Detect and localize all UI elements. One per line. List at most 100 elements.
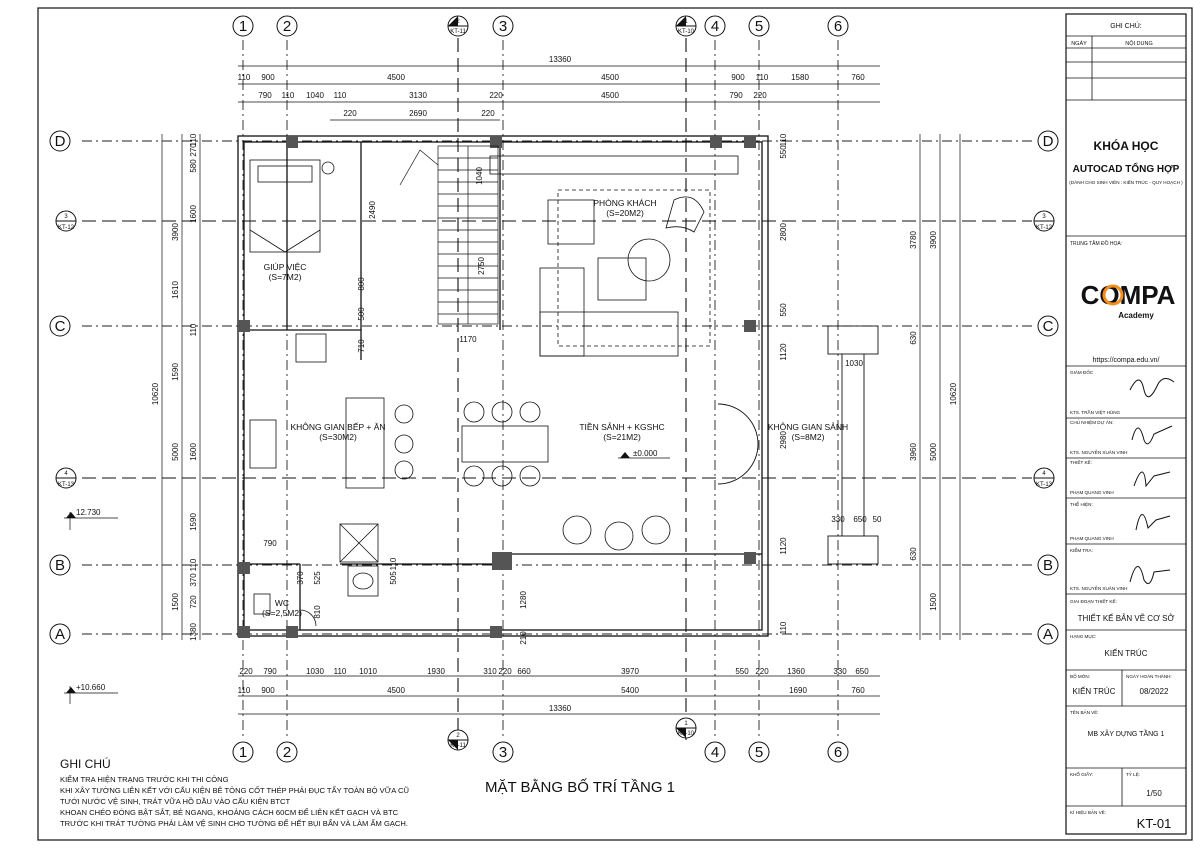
dim-text: 1600 [189, 443, 198, 461]
dim-text: 4500 [601, 73, 619, 82]
dim-text: 370 [189, 573, 198, 587]
dim-text: 1120 [779, 343, 788, 361]
dim-text: 220 [753, 91, 767, 100]
dining-furniture [249, 333, 671, 563]
axis-label-top-4: 4 [711, 18, 719, 35]
dim-text: 220 [489, 91, 503, 100]
tb-url[interactable]: https://compa.edu.vn/ [1093, 357, 1160, 364]
axis-label-top-6: 6 [834, 18, 842, 35]
room-name: WC [275, 598, 289, 608]
dim-text: 1120 [779, 537, 788, 555]
dim-text: 720 [189, 595, 198, 609]
dim-text: 110 [189, 558, 198, 571]
signatures [1129, 378, 1175, 585]
tb-course3: (DÀNH CHO SINH VIÊN : KIẾN TRÚC - QUY HO… [1069, 178, 1183, 185]
tb-hangmuc-value: KIẾN TRÚC [1105, 648, 1148, 658]
note-line: TƯỚI NƯỚC VỆ SINH, TRÁT VỮA HỒ DẦU VÀO C… [60, 796, 290, 806]
dimension-lines [161, 65, 961, 715]
tb-kyhieu: KÍ HIỆU BẢN VẼ: [1070, 808, 1106, 815]
dim-text: 790 [263, 539, 277, 548]
dim-text: 1030 [306, 667, 324, 676]
dim-bottom-total: 13360 [549, 704, 572, 713]
dim-text: 1040 [306, 91, 324, 100]
dim-text: 1040 [475, 167, 484, 185]
dim-text: 3900 [929, 231, 938, 249]
room-area: (S=8M2) [792, 432, 825, 442]
signature-icon [1129, 566, 1171, 585]
titleblock: GHI CHÚ: NGÀY NỘI DUNG KHÓA HỌC AUTOCAD … [1069, 21, 1183, 831]
tb-cndan: CHỦ NHIỆM DỰ ÁN: [1070, 418, 1113, 425]
axis-label-right-C: C [1043, 318, 1054, 335]
dim-text: 4500 [387, 686, 405, 695]
dim-text: 1500 [171, 593, 180, 611]
tb-th-name: PHẠM QUANG VINH [1070, 536, 1114, 541]
room-name: PHÒNG KHÁCH [593, 198, 656, 208]
bed [249, 159, 335, 253]
tb-kiemtra: KIỂM TRA: [1070, 547, 1093, 553]
axis-label-left-A: A [55, 626, 65, 643]
dim-text: 1360 [787, 667, 805, 676]
axis-label-bottom-3: 3 [499, 744, 507, 761]
room-labels: PHÒNG KHÁCH (S=20M2) GIÚP VIỆC (S=7M2) K… [262, 198, 848, 618]
section-marker-bottom-left: 2KT-11 [447, 729, 469, 751]
level-a: 12.730 [76, 508, 101, 517]
section-ref-sheet: KT-12 [58, 225, 75, 231]
dim-text: 1280 [519, 591, 528, 609]
axis-bubbles-top [49, 15, 1059, 763]
tb-bomon: BỘ MÔN: [1070, 673, 1090, 679]
room-area: (S=7M2) [269, 272, 302, 282]
section-ref-num: 1 [684, 19, 688, 25]
dim-text: 220 [343, 109, 357, 118]
bottom-dimensions: 220 790 1030 110 1010 1930 310 220 660 3… [238, 667, 870, 713]
tb-khogiay: KHỔ GIẤY: [1070, 771, 1093, 777]
room-area: (S=2,5M2) [262, 608, 302, 618]
signature-icon [1133, 471, 1171, 488]
section-ref-num: 2 [456, 19, 460, 25]
dim-text: 2690 [409, 109, 427, 118]
axis-label-bottom-5: 5 [755, 744, 763, 761]
dim-text: 1030 [845, 359, 863, 368]
dim-text: 1170 [459, 335, 477, 344]
tb-hangmuc: HẠNG MỤC: [1070, 634, 1096, 639]
dim-text: 110 [189, 133, 198, 146]
dim-text: 220 [239, 667, 253, 676]
tb-ngay: NGÀY [1071, 40, 1087, 47]
dim-text: 330 [831, 515, 845, 524]
tb-kt-name: KTS. NGUYỄN XUÂN VINH [1070, 585, 1127, 591]
tb-tyle: TỶ LỆ: [1126, 770, 1140, 777]
room-name: KHÔNG GIAN SẢNH [768, 421, 848, 432]
compa-logo-ring-icon [1102, 284, 1124, 306]
dim-text: 760 [851, 73, 865, 82]
signature-icon [1131, 425, 1173, 445]
tb-cn-name: KTS. NGUYỄN XUÂN VINH [1070, 449, 1127, 455]
inner-dimensions: 1040 2490 2750 800 500 710 1170 1030 330… [263, 167, 882, 645]
level-markers: ±0.000 12.730 +10.660 [64, 449, 670, 704]
dim-text: 110 [189, 323, 198, 336]
living-furniture [489, 155, 739, 357]
axis-label-bottom-1: 1 [239, 744, 247, 761]
dim-text: 505 [389, 571, 398, 585]
dim-text: 650 [855, 667, 869, 676]
compa-logo: COMPA [1081, 280, 1176, 310]
room-name: KHÔNG GIAN BẾP + ĂN [290, 422, 385, 432]
axis-label-left-B: B [55, 557, 65, 574]
section-ref-sheet: KT-12 [1036, 225, 1053, 231]
tb-gd-name: KTS. TRẦN VIỆT HÙNG [1070, 408, 1121, 415]
dim-text: 2800 [779, 223, 788, 241]
tb-giaidoan-value: THIẾT KẾ BẢN VẼ CƠ SỞ [1078, 613, 1175, 623]
dim-text: 790 [258, 91, 272, 100]
tb-ngayht: NGÀY HOÀN THÀNH: [1126, 673, 1172, 679]
dim-left-total: 10620 [151, 382, 160, 405]
section-marker-right-bottom: 4KT-13 [1033, 467, 1055, 489]
dim-text: 1590 [171, 363, 180, 381]
dim-text: 5400 [621, 686, 639, 695]
level-b: +10.660 [76, 683, 106, 692]
dim-text: 790 [263, 667, 277, 676]
porch [717, 325, 879, 565]
dim-text: 525 [313, 571, 322, 585]
drawing-title: MẶT BẰNG BỐ TRÍ TẦNG 1 [485, 778, 675, 796]
tb-noidung: NỘI DUNG [1125, 40, 1153, 47]
dim-text: 4500 [387, 73, 405, 82]
dim-text: 550 [735, 667, 749, 676]
